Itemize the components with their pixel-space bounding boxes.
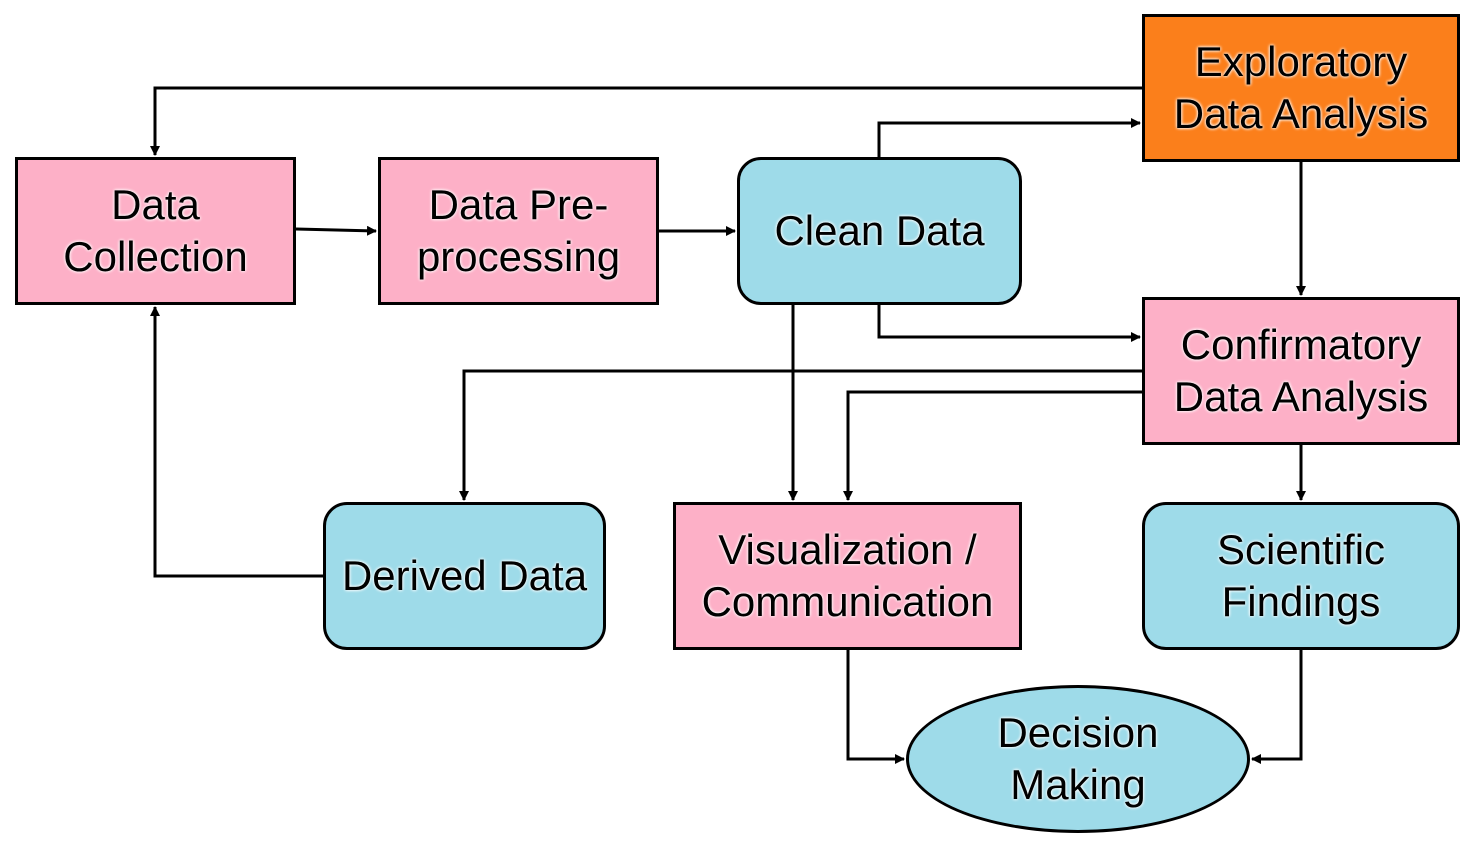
edge-clean-to-confirmatory: [877, 305, 1141, 342]
edge-visualization-to-decision: [846, 650, 905, 764]
node-label-line: Derived Data: [341, 551, 588, 599]
edge-clean-to-exploratory: [877, 118, 1141, 157]
node-derived-data: Derived Data: [323, 502, 606, 650]
edge-confirmatory-to-derived: [459, 369, 1142, 501]
edge-scientific-to-decision: [1251, 650, 1303, 764]
edge-confirmatory-to-visualization: [843, 390, 1142, 501]
node-data-preprocessing: Data Pre- processing: [378, 157, 659, 305]
node-clean-data: Clean Data: [737, 157, 1022, 305]
node-label-line: Data Pre-: [428, 180, 609, 228]
node-data-collection: Data Collection: [15, 157, 296, 305]
node-decision-making: Decision Making: [906, 685, 1250, 833]
node-label-line: processing: [416, 233, 621, 280]
node-label-line: Making: [1010, 761, 1146, 808]
node-label-line: Visualization /: [718, 525, 977, 573]
node-label-line: Communication: [701, 578, 994, 625]
node-label-line: Data Analysis: [1173, 90, 1429, 137]
edge-collection-to-preprocessing: [295, 225, 377, 236]
node-label-line: Findings: [1221, 578, 1381, 625]
node-scientific-findings: Scientific Findings: [1142, 502, 1460, 650]
node-label-line: Data Analysis: [1173, 373, 1429, 420]
node-label-line: Decision: [997, 708, 1159, 756]
node-label-line: Collection: [63, 233, 248, 280]
edge-exploratory-to-collection: [150, 86, 1142, 156]
edge-derived-to-collection: [150, 306, 323, 578]
node-label-line: Confirmatory: [1180, 320, 1422, 368]
node-label-line: Clean Data: [774, 206, 985, 254]
node-visualization-communication: Visualization / Communication: [673, 502, 1022, 650]
node-confirmatory-data-analysis: Confirmatory Data Analysis: [1142, 297, 1460, 445]
node-label-line: Data: [111, 180, 200, 228]
node-exploratory-data-analysis: Exploratory Data Analysis: [1142, 14, 1460, 162]
node-label-line: Scientific: [1216, 525, 1386, 573]
node-label-line: Exploratory: [1194, 37, 1408, 85]
